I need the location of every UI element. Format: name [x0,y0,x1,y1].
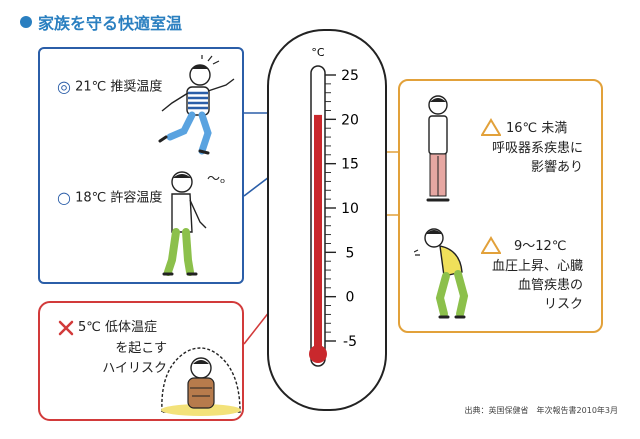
risk-16-line-3: 影響あり [530,160,583,175]
mercury-column [314,114,322,355]
recommended-temp: ◎ 21℃ 推奨温度 [57,78,162,97]
tick-label: 0 [346,290,355,306]
cross-mark-icon [58,320,74,336]
risk-9-12-line-2: 血圧上昇、心臓 [491,259,583,274]
title-bullet-icon [20,16,32,28]
hypothermia-line-2: を起こす [115,341,167,356]
title-text: 家族を守る快適室温 [38,14,183,33]
double-circle-icon: ◎ [57,77,71,96]
tick-label: 15 [341,157,359,173]
risk-16-line-1: 16℃ 未満 [506,121,568,136]
risk-9-12-line-1: 9～12℃ [514,239,567,254]
bent-person-icon [414,228,469,319]
thermometer: °C 25 20 15 10 5 0 -5 [267,29,387,411]
hypothermia-line-3: ハイリスク [102,361,167,376]
risk-9-12-line-4: リスク [543,297,583,312]
allowed-temp: ○ 18℃ 許容温度 [57,189,162,208]
circle-icon: ○ [57,188,71,207]
source-note: 出典：英国保健省 年次報告書2010年3月 [464,406,618,415]
mercury-bulb [309,345,327,363]
risk-9-12-line-3: 血管疾患の [517,278,583,293]
tick-label: 20 [341,112,359,128]
running-person-icon [158,55,235,155]
page-title: 家族を守る快適室温 [20,10,182,34]
sigh-mark: ～ₒ [207,172,226,187]
blanket-person-icon [161,347,241,416]
tick-label: 10 [341,201,359,217]
warning-triangle-icon [481,118,501,136]
tick-label: 5 [346,245,355,261]
warning-triangle-icon [481,236,501,254]
unit-label: °C [311,46,325,59]
standing-person-icon [426,95,450,202]
risk-16-line-2: 呼吸器系疾患に [491,141,583,156]
tick-label: -5 [343,334,357,350]
thermometer-body [267,29,387,411]
tick-label: 25 [341,68,359,84]
allowed-label: 18℃ 許容温度 [75,190,163,206]
recommended-label: 21℃ 推奨温度 [75,79,163,95]
comfort-panel [38,47,244,284]
walking-person-icon [162,171,207,276]
tick-marks [325,74,336,342]
tick-labels: 25 20 15 10 5 0 -5 [341,68,359,350]
hypothermia-line-1: 5℃ 低体温症 [78,320,158,335]
